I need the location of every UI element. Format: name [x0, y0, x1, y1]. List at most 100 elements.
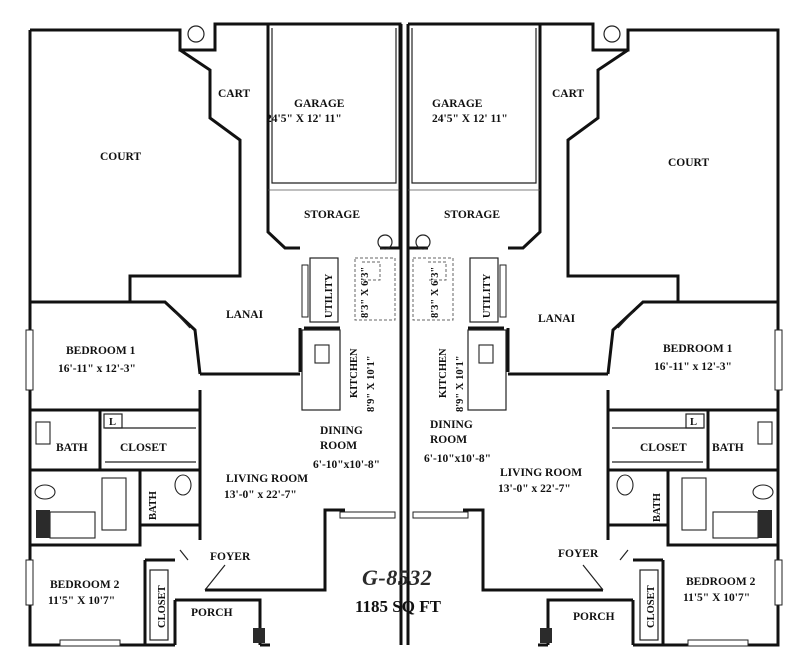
- right-stone-block: [758, 510, 772, 538]
- right-tub-2: [681, 477, 707, 531]
- right-utility-label: UTILITY: [482, 273, 493, 318]
- left-court-wall: [28, 22, 268, 304]
- left-bedroom1-label: BEDROOM 1: [66, 345, 136, 357]
- right-foyer-label: FOYER: [558, 548, 599, 560]
- left-bedroom2-dim: 11'5" X 10'7": [48, 595, 115, 607]
- right-unit: [406, 22, 783, 647]
- right-living-dim: 13'-0" x 22'-7": [498, 483, 571, 495]
- right-pantry-dim: 8'3" X 6'3": [430, 267, 441, 318]
- right-closet2-label: CLOSET: [646, 585, 657, 628]
- right-pantry-outline: [412, 257, 454, 321]
- right-kitchen-sink: [478, 344, 494, 364]
- right-lanai-slider: [617, 311, 634, 329]
- right-bath-wall: [606, 390, 778, 540]
- left-storage-label: STORAGE: [304, 209, 360, 221]
- left-foyer-label: FOYER: [210, 551, 251, 563]
- left-window-2: [59, 639, 121, 647]
- right-toilet-2: [616, 474, 634, 496]
- left-dining-dim: 6'-10"x10'-8": [313, 459, 380, 471]
- left-corner-circle-1: [187, 25, 205, 43]
- left-utility-window: [301, 264, 309, 318]
- right-kitchen-counter: [467, 329, 507, 411]
- right-corner-circle-1: [603, 25, 621, 43]
- right-labels: COURT CART GARAGE 24'5" X 12' 11" STORAG…: [424, 88, 756, 628]
- plan-code: G-8532: [362, 565, 432, 590]
- left-bath2-wall: [30, 470, 200, 547]
- right-court-wall: [540, 22, 780, 304]
- right-linen-label: L: [690, 417, 697, 428]
- left-lanai-label: LANAI: [226, 309, 264, 321]
- plan-info: G-8532 1185 SQ FT: [355, 565, 442, 616]
- right-window-2: [687, 639, 749, 647]
- left-bath2-label: BATH: [148, 491, 159, 520]
- left-garage-door-line: [271, 28, 397, 184]
- right-corner-circle-2: [415, 234, 431, 250]
- left-linen-box: [103, 413, 123, 429]
- left-bath-sink: [35, 421, 51, 445]
- right-garage-door-line: [411, 28, 537, 184]
- right-closet-label: CLOSET: [640, 442, 687, 454]
- left-garage-dim: 24'5" X 12' 11": [266, 113, 342, 125]
- left-closet2-label: CLOSET: [157, 585, 168, 628]
- right-bedroom2-label: BEDROOM 2: [686, 576, 756, 588]
- right-bath-label: BATH: [712, 442, 744, 454]
- plan-area: 1185 SQ FT: [355, 597, 442, 616]
- right-garage-label: GARAGE: [432, 98, 483, 110]
- left-toilet-1: [34, 484, 56, 500]
- left-kitchen-sink: [314, 344, 330, 364]
- left-utility-box: [309, 257, 339, 323]
- left-cart-label: CART: [218, 88, 251, 100]
- right-dining-label-2: ROOM: [430, 434, 467, 446]
- left-front-door: [179, 549, 226, 591]
- right-outer-wall: [538, 302, 780, 647]
- right-linen-box: [685, 413, 705, 429]
- left-foyer-wall: [143, 508, 345, 645]
- left-lanai-wall: [30, 300, 202, 375]
- right-foyer-wall: [463, 508, 665, 645]
- right-dining-label: DINING: [430, 419, 473, 431]
- left-kitchen-dim: 8'9" X 10'1": [366, 355, 377, 412]
- right-bath2-wall: [608, 470, 778, 547]
- left-court-label: COURT: [100, 151, 141, 163]
- left-window-4: [25, 559, 34, 606]
- left-bedroom1-dim: 16'-11" x 12'-3": [58, 363, 136, 375]
- left-window-3: [339, 511, 396, 519]
- left-pantry-outline: [354, 257, 396, 321]
- right-utility-window: [499, 264, 507, 318]
- left-tub-1: [49, 511, 96, 539]
- left-living-label: LIVING ROOM: [226, 473, 308, 485]
- left-garage-label: GARAGE: [294, 98, 345, 110]
- right-utility-box: [469, 257, 499, 323]
- left-pantry-dim: 8'3" X 6'3": [360, 267, 371, 318]
- left-bath-wall: [30, 390, 202, 540]
- right-lanai-wall: [606, 300, 778, 375]
- left-kitchen-label: KITCHEN: [349, 348, 360, 398]
- right-kitchen-label: KITCHEN: [438, 348, 449, 398]
- right-toilet-1: [752, 484, 774, 500]
- left-stone-block: [36, 510, 50, 538]
- right-court-label: COURT: [668, 157, 709, 169]
- right-dining-dim: 6'-10"x10'-8": [424, 453, 491, 465]
- right-bath2-label: BATH: [652, 493, 663, 522]
- left-utility-label: UTILITY: [324, 273, 335, 318]
- right-closet2-box: [639, 569, 659, 641]
- left-corner-circle-2: [377, 234, 393, 250]
- right-porch-stone: [540, 628, 552, 643]
- right-living-label: LIVING ROOM: [500, 467, 582, 479]
- left-outer-wall: [28, 302, 270, 647]
- left-tub-2: [101, 477, 127, 531]
- left-linen-label: L: [109, 417, 116, 428]
- right-window-3: [412, 511, 469, 519]
- left-porch-stone: [253, 628, 265, 643]
- right-porch-label: PORCH: [573, 611, 615, 623]
- right-garage-dim: 24'5" X 12' 11": [432, 113, 508, 125]
- left-living-dim: 13'-0" x 22'-7": [224, 489, 297, 501]
- left-labels: COURT CART GARAGE 24'5" X 12' 11" STORAG…: [48, 88, 380, 628]
- left-porch-label: PORCH: [191, 607, 233, 619]
- right-window-4: [774, 559, 783, 606]
- right-tub-1: [712, 511, 759, 539]
- left-bath-label: BATH: [56, 442, 88, 454]
- left-closet-label: CLOSET: [120, 442, 167, 454]
- right-bath-sink: [757, 421, 773, 445]
